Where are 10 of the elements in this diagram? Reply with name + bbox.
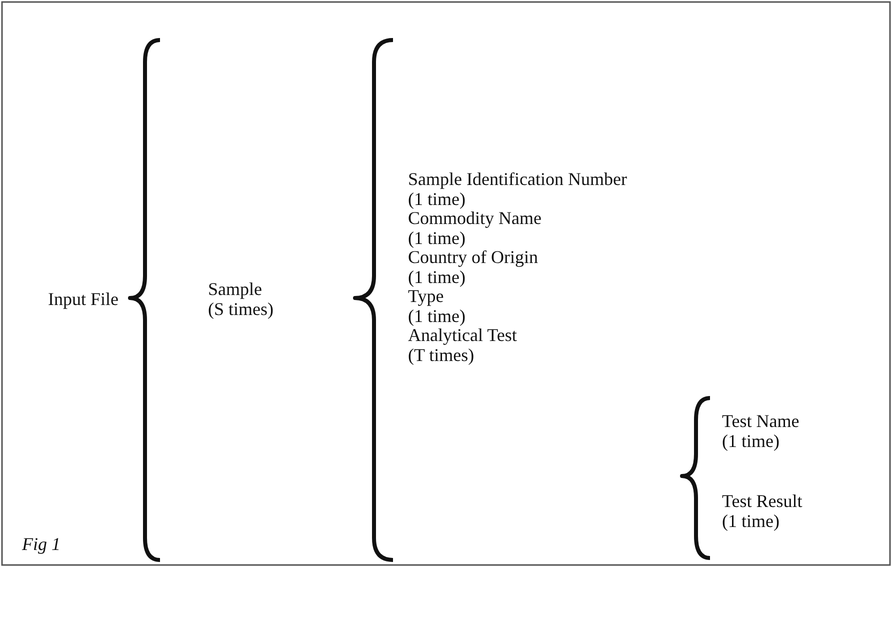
figure-caption: Fig 1 (22, 535, 60, 554)
label-text: Analytical Test (T times) (408, 326, 517, 365)
label-text: Sample Identification Number (1 time) (408, 170, 627, 209)
label-text: Sample (S times) (208, 280, 274, 319)
label-text: Commodity Name (1 time) (408, 209, 542, 248)
label-text: Test Name (1 time) (722, 412, 800, 451)
label-text: Type (1 time) (408, 287, 466, 326)
label-text: Test Result (1 time) (722, 492, 802, 531)
label-text: Input File (48, 290, 118, 310)
label-text: Country of Origin (1 time) (408, 248, 538, 287)
